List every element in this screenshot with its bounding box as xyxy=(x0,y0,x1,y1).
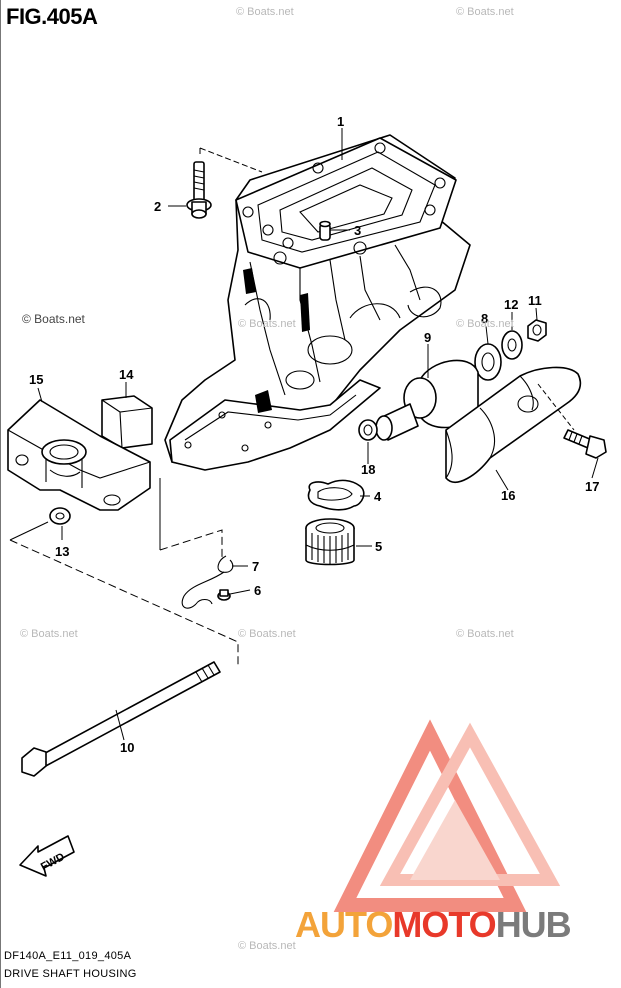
callout-10: 10 xyxy=(120,740,134,755)
washer-part-8 xyxy=(474,343,502,381)
pad-part-14 xyxy=(101,395,153,449)
watermark: © Boats.net xyxy=(238,940,296,952)
brand-part-hub: HUB xyxy=(495,904,572,945)
bracket-part-15 xyxy=(7,399,151,511)
callout-9: 9 xyxy=(424,330,431,345)
callout-16: 16 xyxy=(501,488,515,503)
callout-6: 6 xyxy=(254,583,261,598)
bolt-part-2 xyxy=(186,161,212,219)
screw-part-6 xyxy=(217,589,231,601)
watermark: © Boats.net xyxy=(236,6,294,18)
brand-logo-mark xyxy=(333,719,561,912)
callout-1: 1 xyxy=(337,114,344,129)
watermark: © Boats.net xyxy=(20,628,78,640)
brand-part-moto: MOTO xyxy=(392,904,496,945)
washer-part-12 xyxy=(501,330,523,360)
clip-part-7 xyxy=(181,555,234,609)
figure-caption: DRIVE SHAFT HOUSING xyxy=(4,968,137,980)
callout-2: 2 xyxy=(154,199,161,214)
callout-4: 4 xyxy=(374,489,382,504)
figure-code: DF140A_E11_019_405A xyxy=(4,950,132,962)
brand-part-auto: AUTO xyxy=(295,904,393,945)
washer-part-13 xyxy=(49,507,71,525)
rubber-mount-part-9 xyxy=(375,359,479,441)
mount-cover-part-16 xyxy=(445,366,582,483)
callout-17: 17 xyxy=(585,479,599,494)
callout-7: 7 xyxy=(252,559,259,574)
forward-arrow xyxy=(19,835,75,877)
drive-shaft-housing xyxy=(164,134,471,471)
gasket-part-4 xyxy=(307,479,365,511)
bushing-part-5 xyxy=(305,518,355,566)
watermark: © Boats.net xyxy=(456,6,514,18)
callout-13: 13 xyxy=(55,544,69,559)
brand-wordmark: AUTOMOTOHUB xyxy=(295,904,572,946)
watermark: © Boats.net xyxy=(238,628,296,640)
callout-8: 8 xyxy=(481,311,488,326)
stud-bolt-part-10 xyxy=(21,661,221,777)
callout-14: 14 xyxy=(119,367,134,382)
callout-3: 3 xyxy=(354,223,361,238)
washer-part-18 xyxy=(358,419,378,441)
figure-title: FIG.405A xyxy=(6,4,98,29)
watermark: © Boats.net xyxy=(456,628,514,640)
callout-18: 18 xyxy=(361,462,375,477)
watermark: © Boats.net xyxy=(22,312,85,326)
leader-lines xyxy=(9,128,599,741)
nut-part-11 xyxy=(527,319,547,342)
watermark: © Boats.net xyxy=(238,318,296,330)
dowel-pin-part-3 xyxy=(319,220,331,241)
callout-12: 12 xyxy=(504,297,518,312)
callout-5: 5 xyxy=(375,539,382,554)
callout-15: 15 xyxy=(29,372,43,387)
callout-11: 11 xyxy=(528,293,542,308)
watermark: © Boats.net xyxy=(456,318,514,330)
bolt-part-17 xyxy=(563,429,607,459)
